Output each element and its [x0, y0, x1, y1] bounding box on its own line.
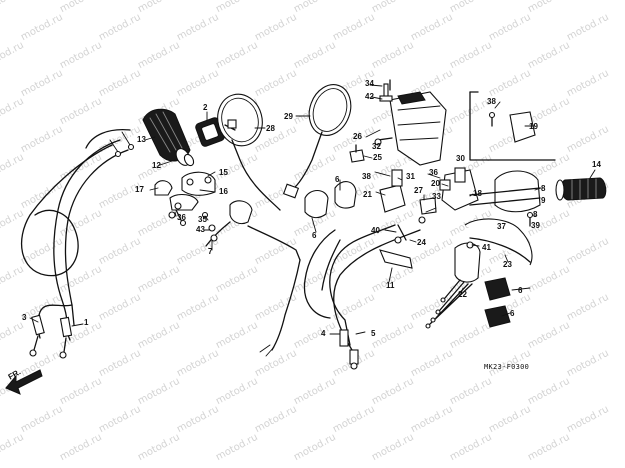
callout-36a: 36 [177, 213, 186, 222]
callout-2: 2 [203, 103, 208, 112]
callout-4: 4 [321, 329, 326, 338]
callout-12: 12 [152, 161, 161, 170]
callout-41: 41 [482, 243, 491, 252]
callout-39: 39 [531, 221, 540, 230]
callout-37: 37 [497, 222, 506, 231]
callout-21: 21 [363, 190, 372, 199]
throttle-grip [142, 108, 195, 167]
callout-31: 31 [406, 172, 415, 181]
callout-19: 19 [529, 122, 538, 131]
callout-7: 7 [208, 247, 213, 256]
mirror-right [282, 84, 352, 199]
callout-9: 9 [541, 196, 546, 205]
small-fasteners [168, 79, 534, 227]
callout-6b: 6 [518, 286, 523, 295]
callout-22: 22 [458, 290, 467, 299]
inset-box [469, 91, 556, 161]
callout-24: 24 [417, 238, 426, 247]
callout-35: 35 [198, 215, 207, 224]
fastener-25 [349, 144, 365, 163]
callout-17: 17 [135, 185, 144, 194]
callout-33: 33 [432, 192, 441, 201]
right-grip [555, 177, 607, 201]
callout-27: 27 [414, 186, 423, 195]
callout-28: 28 [266, 124, 275, 133]
callout-13: 13 [137, 135, 146, 144]
throttle-cable-2 [37, 129, 131, 339]
cable-end-fittings [29, 131, 135, 359]
callout-23: 23 [503, 260, 512, 269]
callout-1: 1 [84, 318, 89, 327]
callout-14: 14 [592, 160, 601, 169]
callout-38a: 38 [362, 172, 371, 181]
callout-3: 3 [22, 313, 27, 322]
callout-15: 15 [219, 168, 228, 177]
callout-6c: 6 [510, 309, 515, 318]
leader-lines [29, 84, 596, 335]
callout-8b: 8 [533, 210, 538, 219]
callout-6a: 6 [335, 175, 340, 184]
handlebar-clamps [304, 169, 406, 219]
switch-housing-lower [484, 277, 511, 328]
direction-arrow [5, 369, 43, 395]
callout-34: 34 [365, 79, 374, 88]
right-switch-cluster [418, 167, 479, 224]
callout-6d: 6 [312, 231, 317, 240]
callout-5: 5 [371, 329, 376, 338]
callout-30: 30 [456, 154, 465, 163]
callout-8a: 8 [541, 184, 546, 193]
callout-40: 40 [371, 226, 380, 235]
brake-master-cover [374, 83, 447, 166]
diagram-code: MK23-F0300 [484, 363, 530, 371]
callout-36b: 36 [429, 168, 438, 177]
callout-18: 18 [473, 189, 482, 198]
callout-29: 29 [284, 112, 293, 121]
lever-bracket-left [154, 171, 216, 227]
center-cables [303, 224, 421, 370]
clutch-lever-assembly [205, 200, 301, 357]
callout-26: 26 [353, 132, 362, 141]
callout-11: 11 [386, 281, 395, 290]
callout-20: 20 [431, 179, 440, 188]
callout-43: 43 [196, 225, 205, 234]
mirror-left [217, 93, 281, 211]
handlebar-right [469, 187, 541, 206]
callout-25: 25 [373, 153, 382, 162]
callout-32: 32 [372, 142, 381, 151]
callout-42: 42 [365, 92, 374, 101]
throttle-cable-1 [20, 139, 121, 341]
callout-38b: 38 [487, 97, 496, 106]
callout-16: 16 [219, 187, 228, 196]
